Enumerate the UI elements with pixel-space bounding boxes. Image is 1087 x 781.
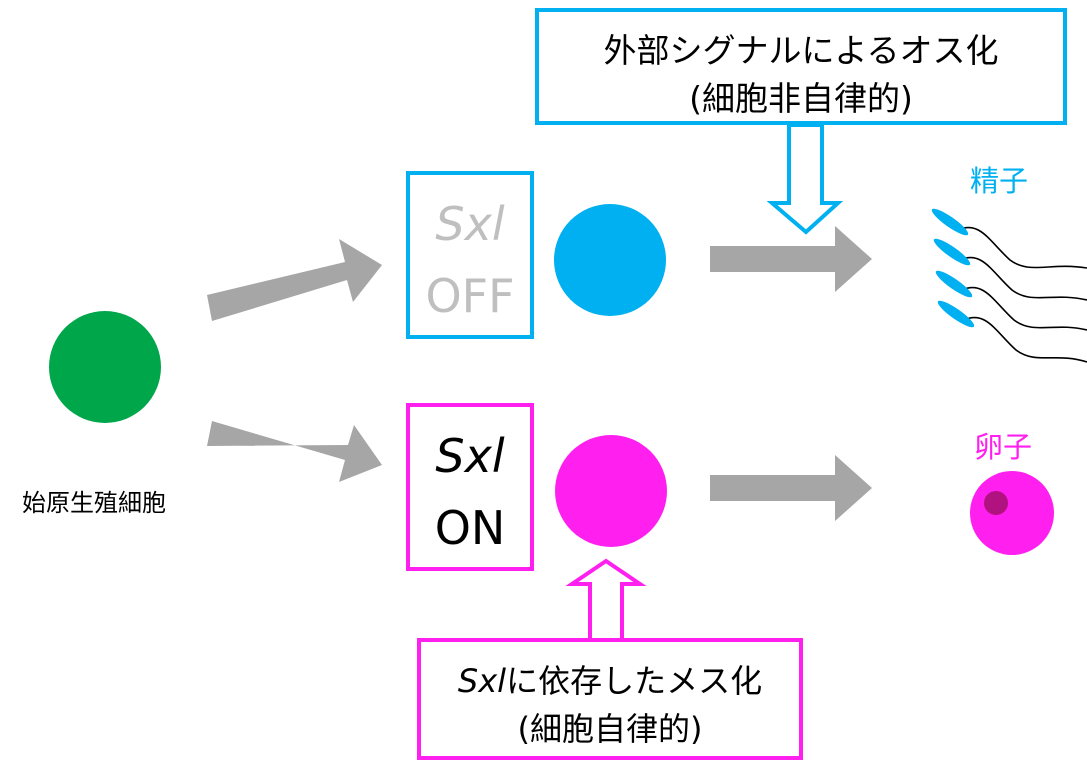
female-callout-arrow [565, 558, 647, 642]
male-callout-arrow [766, 123, 844, 235]
arrow-to-egg [710, 455, 872, 521]
egg-nucleus [984, 491, 1008, 515]
sperm-head [937, 300, 975, 328]
female-callout-line1-text: に依存したメス化 [506, 662, 763, 700]
sperm-label: 精子 [970, 164, 1029, 198]
sxl-on-box: Sxl ON [406, 403, 534, 571]
germ-cell-circle [49, 311, 161, 423]
sperm-head [931, 208, 969, 236]
sperm-head [933, 238, 971, 266]
male-callout-line1: 外部シグナルによるオス化 [603, 31, 999, 70]
male-cell-circle [554, 204, 666, 316]
female-cell-circle [555, 435, 667, 547]
female-callout-gene: Sxl [457, 662, 507, 700]
egg-label: 卵子 [974, 430, 1033, 464]
sxl-on-gene: Sxl [435, 429, 505, 483]
sxl-off-box: Sxl OFF [406, 171, 534, 339]
arrow-to-female [207, 421, 382, 482]
sxl-on-state: ON [434, 501, 506, 555]
arrow-to-sperm [710, 226, 872, 292]
female-callout-line1: Sxlに依存したメス化 [421, 656, 799, 702]
female-callout-box: Sxlに依存したメス化 (細胞自律的) [417, 638, 803, 760]
sperm-cells [931, 208, 1087, 363]
egg-circle [970, 471, 1054, 555]
male-callout-line2: (細胞非自律的) [689, 79, 913, 118]
sxl-off-gene: Sxl [435, 197, 505, 251]
germ-cell-label: 始原生殖細胞 [22, 489, 166, 517]
arrow-to-male [207, 239, 382, 321]
sxl-off-state: OFF [425, 269, 515, 323]
female-callout-line2: (細胞自律的) [517, 710, 703, 748]
male-callout-box: 外部シグナルによるオス化 (細胞非自律的) [535, 8, 1067, 125]
sperm-head [935, 270, 973, 298]
